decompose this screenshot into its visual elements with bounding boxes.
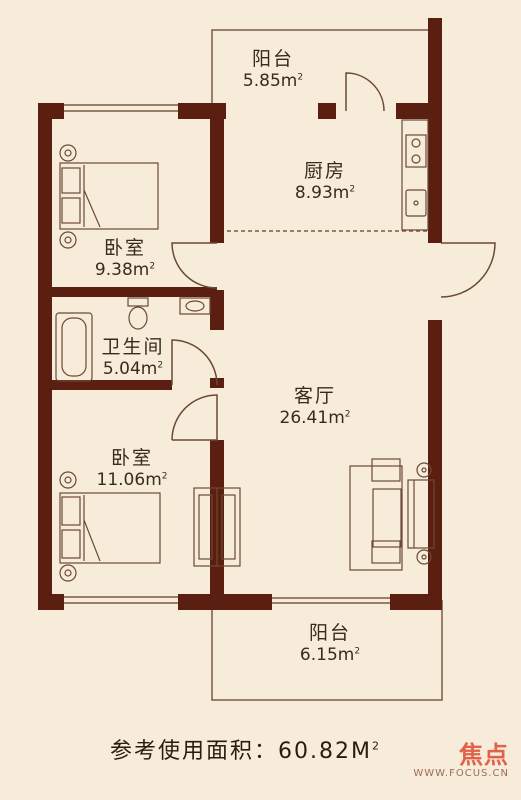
wall-inner-vert-top — [210, 103, 224, 243]
room-bedroom-1: 卧室 9.38m2 — [94, 237, 156, 280]
room-balcony-bottom: 阳台 6.15m2 — [299, 622, 361, 665]
bed1-furniture — [59, 144, 159, 249]
stove-icon — [405, 134, 427, 168]
kitchen-counter — [401, 119, 429, 231]
washbasin-icon — [179, 297, 211, 315]
wall-bottom-mid — [178, 594, 272, 610]
total-area-label: 参考使用面积： — [110, 739, 279, 764]
balcony-bottom-outline — [211, 600, 443, 701]
wall-inner-vert-mid — [210, 290, 224, 330]
wall-right-top — [428, 18, 442, 243]
room-living: 客厅 26.41m2 — [279, 385, 351, 428]
bath-fixtures — [55, 297, 211, 382]
wall-bath-bottom — [52, 380, 172, 390]
bed-icon-2 — [59, 492, 161, 564]
wardrobe — [193, 487, 241, 567]
wall-bottom-right — [390, 594, 442, 610]
total-area-caption: 参考使用面积：60.82M2 — [110, 739, 381, 764]
door-balcony — [345, 72, 385, 112]
wall-top-kitchen — [318, 103, 336, 119]
watermark-logo: 焦点 WWW.FOCUS.CN — [413, 735, 509, 779]
door-bathroom — [171, 339, 218, 386]
nightstand-icon-2 — [59, 471, 77, 489]
watermark-url: WWW.FOCUS.CN — [413, 768, 509, 779]
living-sofa-set — [349, 458, 435, 571]
doors — [171, 72, 496, 441]
wall-right-bottom — [428, 320, 442, 608]
bed2-furniture — [59, 471, 161, 582]
wall-left — [38, 103, 52, 608]
nightstand-icon — [59, 144, 77, 162]
bathtub-icon — [55, 312, 93, 382]
room-bedroom-2: 卧室 11.06m2 — [96, 447, 168, 490]
door-bedroom1 — [171, 242, 218, 289]
wall-bottom-left — [38, 594, 64, 610]
sofa-icon — [407, 479, 435, 549]
total-area-value: 60.82M — [278, 739, 372, 764]
wall-top-left — [38, 103, 64, 119]
room-balcony-top: 阳台 5.85m2 — [242, 48, 304, 91]
toilet-icon — [128, 306, 148, 330]
watermark-text: 焦点 — [459, 741, 509, 769]
sink-icon — [405, 189, 427, 217]
wall-bath-top — [52, 287, 217, 297]
coffee-table-icon — [349, 465, 403, 571]
room-kitchen: 厨房 8.93m2 — [294, 160, 356, 203]
door-bedroom2 — [171, 394, 218, 441]
bed-icon — [59, 162, 159, 230]
armchair-icon — [371, 458, 401, 482]
door-entry — [440, 242, 496, 298]
room-bathroom: 卫生间 5.04m2 — [101, 336, 165, 379]
lamp-icon — [416, 462, 432, 478]
